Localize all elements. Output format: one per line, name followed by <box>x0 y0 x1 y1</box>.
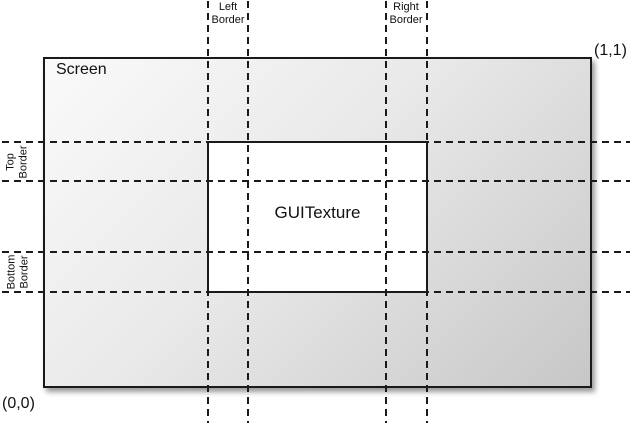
top-border-label-text: Top Border <box>5 145 31 178</box>
top-border-inner-line <box>2 180 630 182</box>
right-border-outer-line <box>426 1 428 423</box>
left-border-outer-line <box>207 1 209 423</box>
left-border-inner-line <box>247 1 249 423</box>
right-border-label-line1: Right <box>393 1 419 13</box>
corner-coordinate-top-right: (1,1) <box>594 42 627 59</box>
bottom-border-label: Bottom Border <box>0 251 36 292</box>
guitexture-label: GUITexture <box>274 203 361 222</box>
bottom-border-outer-line <box>2 291 630 293</box>
left-border-label: Left Border <box>198 1 258 27</box>
screen-label: Screen <box>56 61 107 78</box>
bottom-border-label-line1: Bottom <box>4 254 17 289</box>
bottom-border-label-text: Bottom Border <box>5 254 31 289</box>
top-border-label: Top Border <box>0 141 36 182</box>
corner-coordinate-bottom-left: (0,0) <box>2 395 35 412</box>
top-border-label-line1: Top <box>5 152 17 171</box>
top-border-outer-line <box>2 141 630 143</box>
right-border-inner-line <box>385 1 387 423</box>
left-border-label-line1: Left <box>218 1 238 13</box>
bottom-border-inner-line <box>2 251 630 253</box>
guitexture-rect <box>207 141 428 293</box>
left-border-label-line2: Border <box>211 14 245 26</box>
right-border-label-line2: Border <box>389 14 423 26</box>
right-border-label: Right Border <box>376 1 436 27</box>
bottom-border-label-line2: Border <box>17 254 30 289</box>
top-border-label-line2: Border <box>18 144 30 179</box>
